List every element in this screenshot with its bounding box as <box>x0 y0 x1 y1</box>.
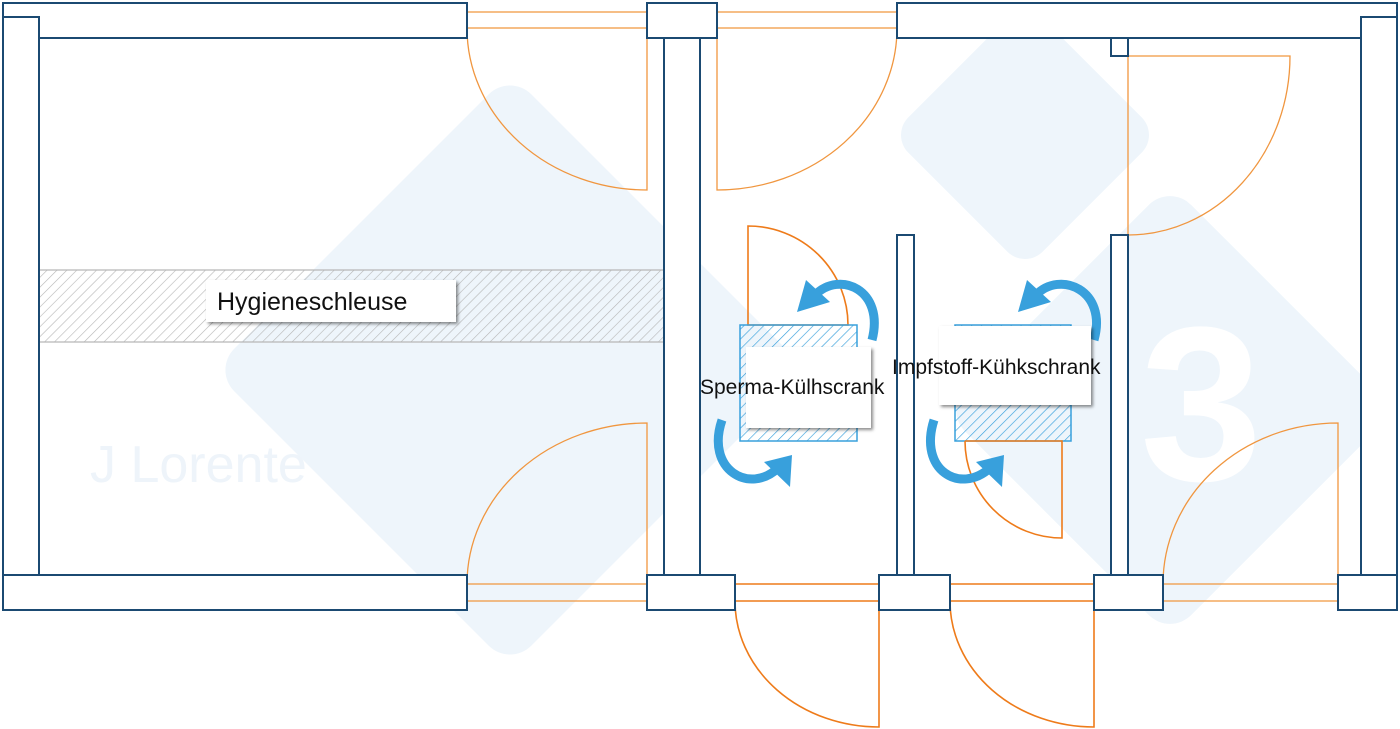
vaccine-fridge-door-swing <box>964 440 1063 539</box>
walls <box>2 2 1398 611</box>
door-swing-bottom-right <box>1162 422 1339 585</box>
exterior-door-openings <box>735 583 1094 602</box>
door-swing-bottom-left <box>466 422 648 585</box>
vaccine-fridge-label: Impfstoff-Kühkschrank <box>892 356 1101 379</box>
door-openings <box>467 11 1338 602</box>
semen-fridge-label-box <box>746 347 871 428</box>
hygiene-lock-label-box <box>206 280 456 322</box>
rotation-arrow-icon <box>1018 279 1101 342</box>
door-swing-top-left <box>466 27 648 191</box>
svg-text:3: 3 <box>1140 281 1262 527</box>
rotation-arrow-icon <box>797 279 879 342</box>
watermark-logo: 3 3 <box>225 11 1384 655</box>
exterior-door-swing-2 <box>949 600 1095 728</box>
door-swing-top-middle <box>716 27 898 191</box>
watermark-author: J Lorente <box>90 436 307 494</box>
exterior-door-swing-1 <box>734 600 880 728</box>
door-swing-top-right <box>1127 55 1291 236</box>
rotation-arrow-icon <box>713 418 792 487</box>
rotation-arrow-icon <box>926 418 1004 487</box>
hygiene-lock-label: Hygieneschleuse <box>217 288 408 316</box>
vaccine-fridge-label-box <box>939 326 1091 405</box>
svg-text:3: 3 <box>1175 74 1258 242</box>
semen-fridge-label: Sperma-Külhscrank <box>700 376 885 399</box>
semen-fridge-door-swing <box>747 225 849 326</box>
